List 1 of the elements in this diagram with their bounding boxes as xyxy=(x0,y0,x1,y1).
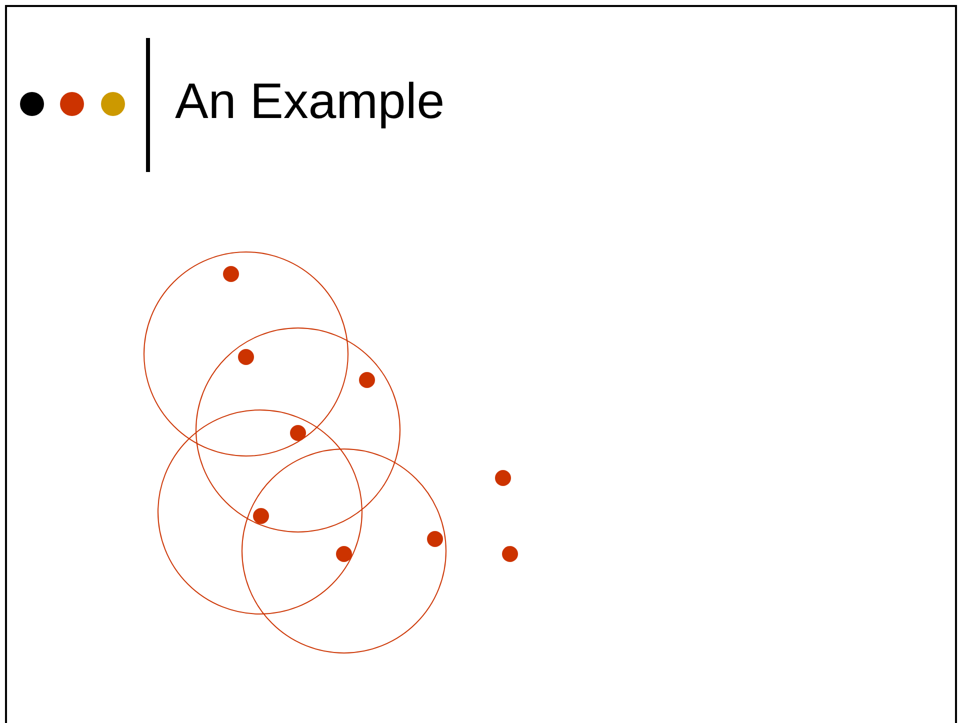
slide-title: An Example xyxy=(175,74,445,129)
